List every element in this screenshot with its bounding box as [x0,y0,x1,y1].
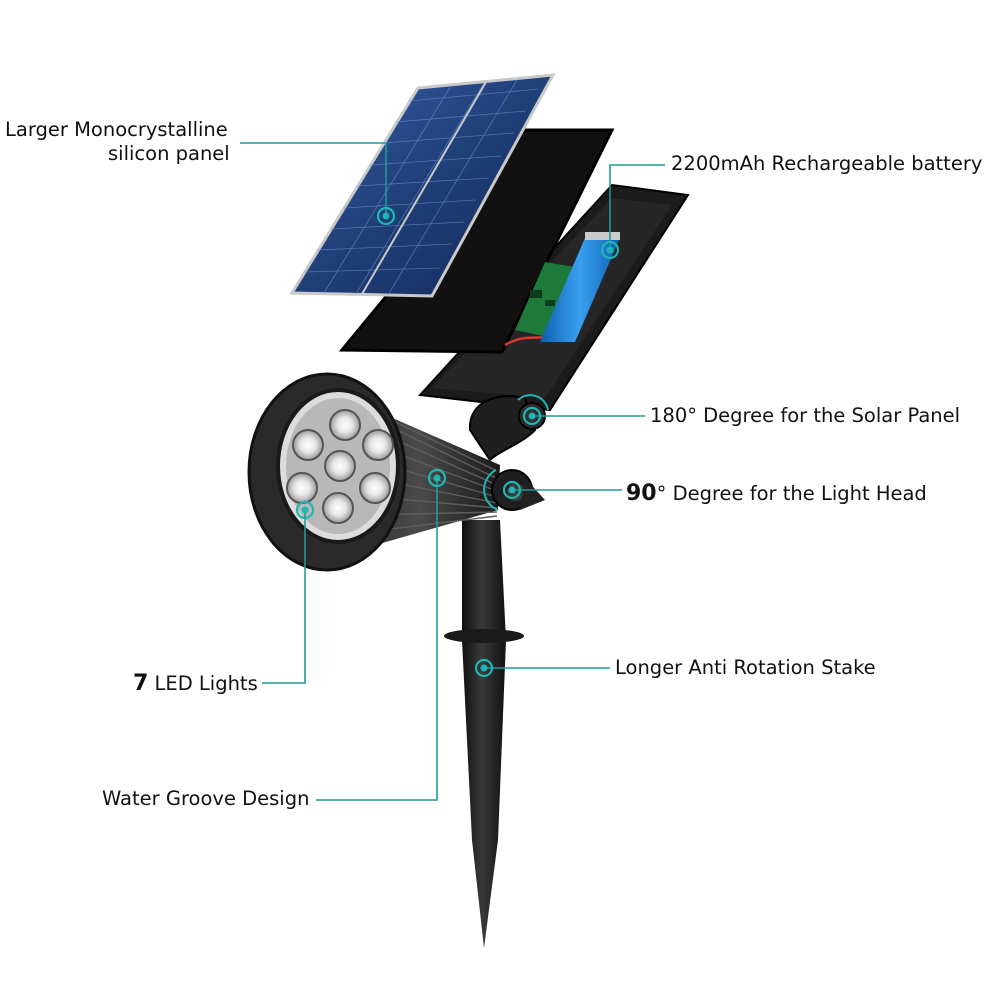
led [359,472,391,504]
label-leds-text: LED Lights [148,672,258,695]
label-groove: Water Groove Design [102,787,310,810]
label-stake: Longer Anti Rotation Stake [615,656,876,679]
marker-battery [600,240,620,260]
label-head-angle: 90° Degree for the Light Head [626,480,927,508]
led [362,429,394,461]
solar-panel [289,73,556,298]
marker-head-hinge [502,480,522,500]
label-panel-line1: Larger Monocrystalline [5,118,228,141]
label-leds-number: 7 [133,671,149,696]
marker-stake [474,658,494,678]
callout-markers [295,206,620,678]
led [292,429,324,461]
led [324,450,356,482]
led-array [286,409,394,524]
marker-leds [295,500,315,520]
led [322,492,354,524]
led [329,409,361,441]
marker-solar-hinge [522,406,542,426]
marker-groove [427,468,447,488]
label-head-angle-text: ° Degree for the Light Head [656,482,927,505]
rotation-arrows [483,394,549,511]
panel-hinge [468,395,546,462]
leader-lines [240,142,665,801]
label-leds: 7 LED Lights [133,670,258,698]
led [286,472,318,504]
marker-panel [376,206,396,226]
label-solar-angle: 180° Degree for the Solar Panel [650,404,961,427]
label-panel: Larger Monocrystalline silicon panel [5,118,230,167]
label-battery: 2200mAh Rechargeable battery [671,152,983,175]
battery [540,232,620,342]
stake [444,520,524,948]
label-panel-line2: silicon panel [108,142,230,166]
label-head-angle-number: 90 [626,481,657,506]
